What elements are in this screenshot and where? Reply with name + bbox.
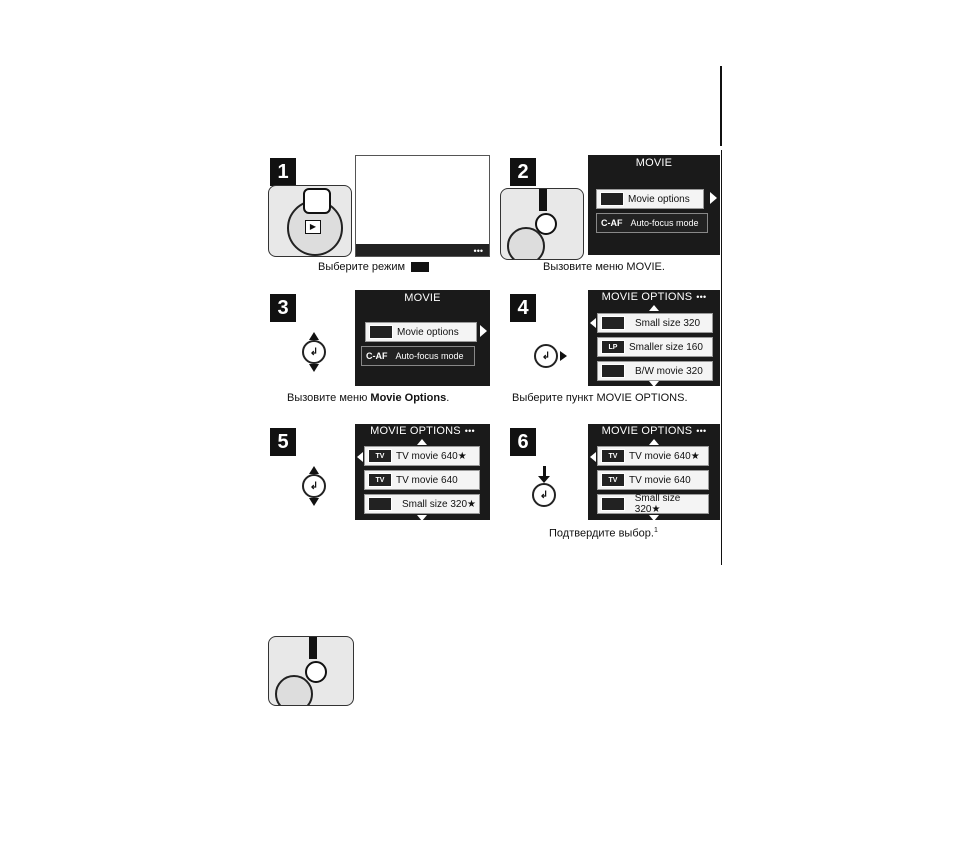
menu-item-tv-movie-640-star[interactable]: TV TV movie 640★ bbox=[597, 446, 709, 466]
margin-line bbox=[720, 66, 722, 146]
movie-icon bbox=[368, 497, 392, 511]
menu-item-tv-movie-640[interactable]: TV TV movie 640 bbox=[364, 470, 480, 490]
ok-button-icon bbox=[535, 213, 557, 235]
multi-selector-press-icon: ↲ bbox=[532, 466, 556, 507]
multi-selector-right-icon: ↲ bbox=[534, 344, 567, 368]
movie-icon: LP bbox=[601, 340, 625, 354]
movie-menu-screen-3: MOVIE Movie options C-AF Auto-focus mode bbox=[355, 290, 490, 386]
step-1-caption: Выберите режим bbox=[318, 261, 430, 273]
movie-icon bbox=[601, 316, 625, 330]
step-number-1: 1 bbox=[270, 158, 296, 186]
step-6-caption: Подтвердите выбор.1 bbox=[549, 527, 658, 540]
shutter-button-icon bbox=[303, 188, 331, 214]
arrow-left-icon bbox=[590, 318, 596, 328]
bottom-bar bbox=[356, 244, 489, 256]
menu-item-label: TV movie 640★ bbox=[629, 450, 700, 462]
movie-options-screen-4: MOVIE OPTIONS••• Small size 320 LP Small… bbox=[588, 290, 720, 387]
caption-bold: Movie Options bbox=[370, 392, 447, 404]
footnote-marker: 1 bbox=[653, 527, 658, 534]
scroll-down-icon bbox=[649, 515, 659, 521]
movie-options-screen-6: MOVIE OPTIONS••• TV TV movie 640★ TV TV … bbox=[588, 424, 720, 521]
movie-icon: TV bbox=[368, 449, 392, 463]
scroll-up-icon bbox=[649, 439, 659, 445]
camera-dial-illustration: ▶ bbox=[268, 185, 352, 257]
scroll-down-icon bbox=[649, 381, 659, 387]
step-2-caption: Вызовите меню MOVIE. bbox=[543, 261, 665, 273]
arrow-icon bbox=[539, 189, 547, 211]
step-number-6: 6 bbox=[510, 428, 536, 456]
play-button-icon: ▶ bbox=[305, 220, 321, 234]
menu-item-autofocus[interactable]: C-AF Auto-focus mode bbox=[361, 346, 475, 366]
camera-buttons-illustration-bottom bbox=[268, 636, 354, 706]
screen-title: MOVIE OPTIONS••• bbox=[601, 425, 707, 437]
scroll-up-icon bbox=[649, 305, 659, 311]
movie-icon bbox=[411, 262, 430, 273]
scroll-down-icon bbox=[417, 515, 427, 521]
dots-label: ••• bbox=[473, 246, 483, 256]
menu-item-label: Small size 320★ bbox=[634, 493, 681, 515]
movie-icon bbox=[601, 497, 625, 511]
menu-item-movie-options[interactable]: Movie options bbox=[365, 322, 477, 342]
caption-text: Подтвердите выбор. bbox=[549, 527, 654, 540]
movie-icon bbox=[600, 192, 624, 206]
movie-menu-screen: MOVIE Movie options C-AF Auto-focus mode bbox=[588, 155, 720, 255]
menu-item-small-size-320-star[interactable]: Small size 320★ bbox=[597, 493, 709, 515]
movie-icon bbox=[601, 364, 625, 378]
menu-item-label: Small size 320 bbox=[635, 317, 701, 329]
menu-item-small-size[interactable]: Small size 320 bbox=[597, 313, 713, 333]
menu-item-label: Movie options bbox=[397, 326, 459, 338]
arrow-left-icon bbox=[357, 452, 363, 462]
menu-item-label: TV movie 640★ bbox=[396, 450, 467, 462]
menu-item-movie-options[interactable]: Movie options bbox=[596, 189, 704, 209]
step-3-caption: Вызовите меню Movie Options. bbox=[287, 392, 449, 404]
arrow-right-icon bbox=[480, 325, 487, 337]
screen-title: MOVIE OPTIONS••• bbox=[601, 291, 707, 303]
menu-item-smaller-size[interactable]: LP Smaller size 160 bbox=[597, 337, 713, 357]
menu-item-tv-movie-640-star[interactable]: TV TV movie 640★ bbox=[364, 446, 480, 466]
menu-item-tag: C-AF bbox=[601, 218, 623, 228]
movie-icon: TV bbox=[601, 449, 625, 463]
menu-item-label: B/W movie 320 bbox=[635, 365, 703, 377]
menu-item-small-size-320-star[interactable]: Small size 320★ bbox=[364, 494, 480, 514]
movie-options-screen-5: MOVIE OPTIONS••• TV TV movie 640★ TV TV … bbox=[355, 424, 490, 521]
menu-item-label: TV movie 640 bbox=[629, 474, 691, 486]
ok-button-icon bbox=[305, 661, 327, 683]
movie-icon: TV bbox=[601, 473, 625, 487]
dial-icon bbox=[275, 675, 313, 705]
margin-line bbox=[721, 150, 722, 565]
menu-item-tv-movie-640[interactable]: TV TV movie 640 bbox=[597, 470, 709, 490]
screen-title: MOVIE OPTIONS••• bbox=[370, 425, 475, 437]
step-4-caption: Выберите пункт MOVIE OPTIONS. bbox=[512, 392, 688, 404]
menu-item-label: Smaller size 160 bbox=[629, 341, 703, 353]
step-number-5: 5 bbox=[270, 428, 296, 456]
dial-icon bbox=[507, 227, 545, 259]
menu-item-label: Auto-focus mode bbox=[395, 351, 464, 361]
step-number-3: 3 bbox=[270, 294, 296, 322]
multi-selector-up-down-icon: ↲ bbox=[302, 332, 326, 372]
movie-icon: TV bbox=[368, 473, 392, 487]
arrow-icon bbox=[309, 637, 317, 659]
menu-item-label: TV movie 640 bbox=[396, 474, 458, 486]
menu-item-label: Auto-focus mode bbox=[630, 218, 699, 228]
step-number-2: 2 bbox=[510, 158, 536, 186]
scroll-up-icon bbox=[417, 439, 427, 445]
caption-suffix: . bbox=[446, 392, 450, 404]
multi-selector-up-down-icon: ↲ bbox=[302, 466, 326, 506]
camera-buttons-illustration bbox=[500, 188, 584, 260]
arrow-right-icon bbox=[710, 192, 717, 204]
step-number-4: 4 bbox=[510, 294, 536, 322]
menu-item-label: Small size 320★ bbox=[402, 498, 476, 510]
menu-item-label: Movie options bbox=[628, 193, 690, 205]
arrow-left-icon bbox=[590, 452, 596, 462]
camera-screen-blank: ••• bbox=[355, 155, 490, 257]
caption-text: Выберите режим bbox=[318, 261, 406, 273]
menu-item-autofocus[interactable]: C-AF Auto-focus mode bbox=[596, 213, 708, 233]
movie-icon bbox=[369, 325, 393, 339]
screen-title: MOVIE bbox=[404, 292, 441, 304]
menu-item-tag: C-AF bbox=[366, 351, 388, 361]
caption-prefix: Вызовите меню bbox=[287, 392, 371, 404]
screen-title: MOVIE bbox=[635, 157, 673, 169]
menu-item-bw-movie[interactable]: B/W movie 320 bbox=[597, 361, 713, 381]
